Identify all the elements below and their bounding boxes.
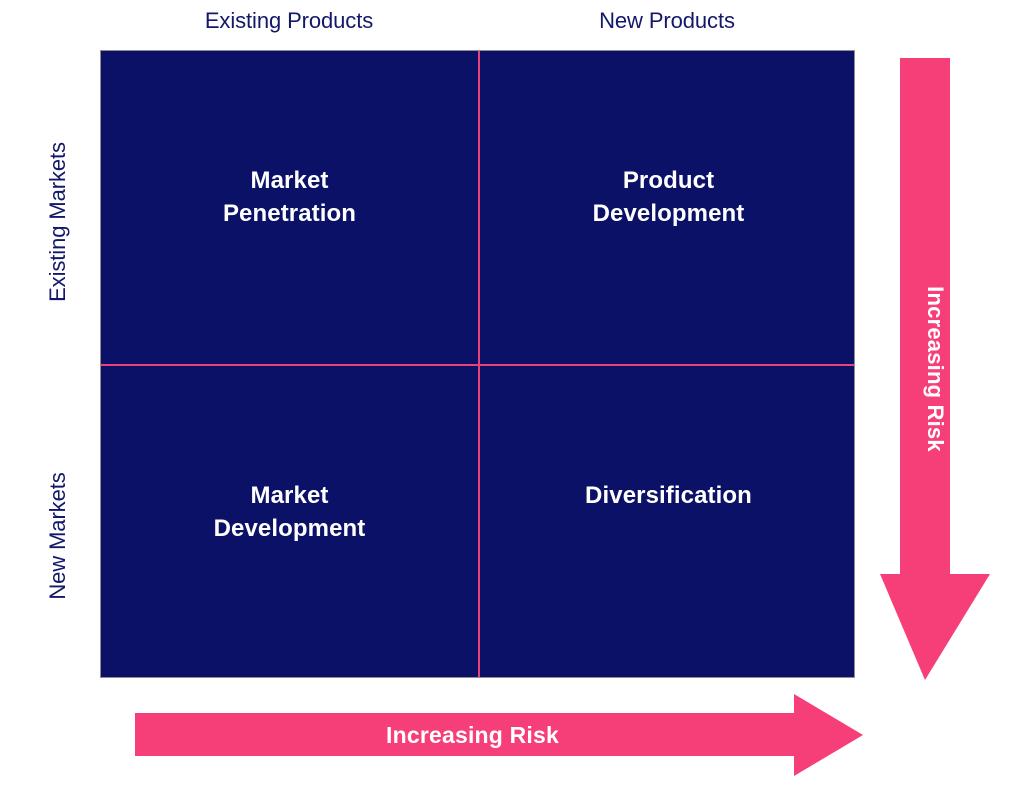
increasing-risk-vertical-label: Increasing Risk — [923, 286, 948, 452]
increasing-risk-horizontal-arrow: Increasing Risk — [135, 694, 863, 776]
quadrant-label: Diversification — [585, 482, 752, 509]
quadrant-market-development[interactable]: Market Development — [101, 366, 478, 679]
quadrant-diversification[interactable]: Diversification — [480, 366, 857, 679]
quadrant-label: Product Development — [592, 167, 745, 228]
horizontal-divider-line — [101, 364, 854, 366]
matrix-grid: Market Penetration Product Development M… — [100, 50, 855, 678]
quadrant-label: Market Development — [213, 482, 366, 543]
quadrant-market-penetration[interactable]: Market Penetration — [101, 51, 478, 364]
arrow-down-icon — [880, 58, 990, 680]
column-header-existing-products: Existing Products — [204, 8, 374, 33]
column-header-new-products: New Products — [599, 8, 735, 33]
increasing-risk-horizontal-label: Increasing Risk — [385, 721, 560, 748]
increasing-risk-vertical-arrow: Increasing Risk — [880, 58, 990, 680]
arrow-right-icon — [135, 694, 863, 776]
quadrant-product-development[interactable]: Product Development — [480, 51, 857, 364]
row-header-new-markets: New Markets — [45, 472, 70, 600]
quadrant-label: Market Penetration — [222, 167, 357, 228]
row-header-existing-markets: Existing Markets — [45, 142, 70, 302]
